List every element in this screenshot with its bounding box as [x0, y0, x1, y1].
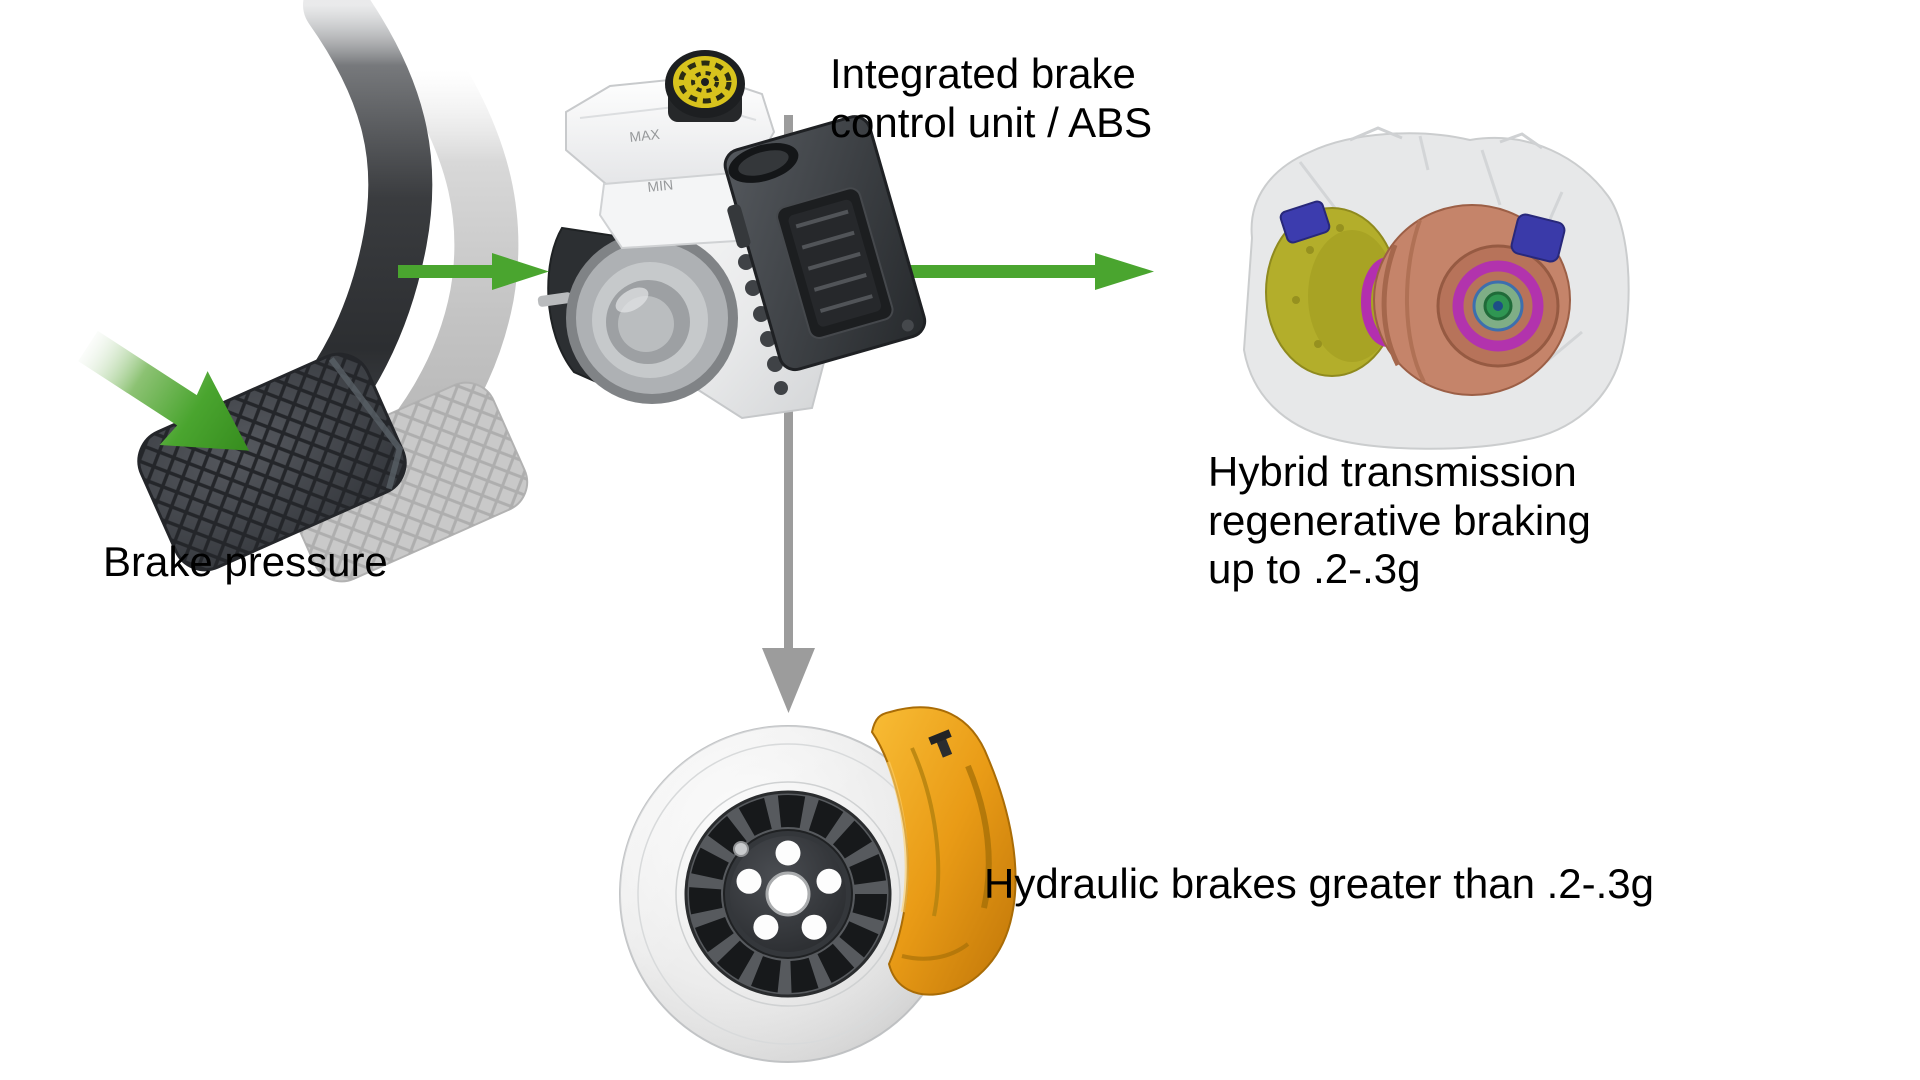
label-hybrid-transmission: Hybrid transmission regenerative braking… — [1208, 448, 1591, 593]
transmission-connector-blue-right — [1510, 213, 1566, 263]
brake-disc-illustration — [619, 706, 1017, 1063]
reservoir-min-marking: MIN — [647, 176, 674, 195]
abs-to-transmission-arrow-icon — [862, 253, 1154, 290]
label-brake-pressure: Brake pressure — [103, 538, 388, 585]
abs-ecu-module — [723, 115, 927, 372]
transmission-connector-blue-left — [1279, 200, 1331, 244]
brake-pedal-illustration — [137, 0, 529, 583]
brake-pressure-arrow-icon — [78, 330, 250, 451]
pedal-to-abs-arrow-icon — [398, 253, 549, 290]
abs-reservoir-cap — [665, 50, 745, 122]
label-hydraulic-brakes: Hydraulic brakes greater than .2-.3g — [984, 860, 1655, 907]
pedal-pad — [137, 352, 407, 572]
disc-vent-ring — [684, 790, 892, 998]
caliper-bleed-screw — [928, 729, 953, 758]
abs-pump-motor — [566, 232, 738, 404]
hybrid-transmission-illustration — [1242, 126, 1630, 450]
disc-hat — [723, 829, 853, 959]
transmission-ring-magenta-right — [1452, 260, 1544, 352]
abs-unit-illustration: MAX MIN — [537, 50, 927, 420]
reservoir-max-marking: MAX — [629, 126, 662, 145]
brake-caliper — [870, 706, 1017, 996]
label-abs-unit: Integrated brake control unit / ABS — [830, 50, 1153, 146]
